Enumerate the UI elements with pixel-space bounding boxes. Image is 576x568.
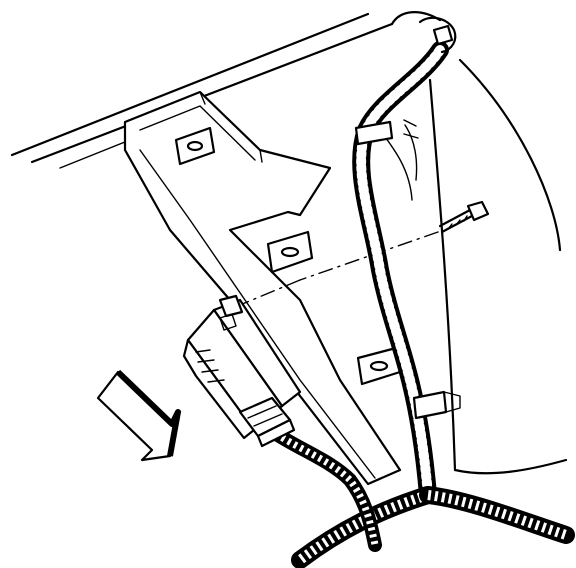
bolt: [438, 200, 490, 234]
wiring-harness: [263, 16, 575, 568]
module-connector: [238, 396, 296, 448]
electronic-module: [182, 294, 302, 440]
panel-edge: [10, 11, 568, 475]
harness-clips: [354, 119, 461, 420]
mounting-bracket: [123, 90, 402, 486]
direction-arrow: [96, 369, 181, 462]
